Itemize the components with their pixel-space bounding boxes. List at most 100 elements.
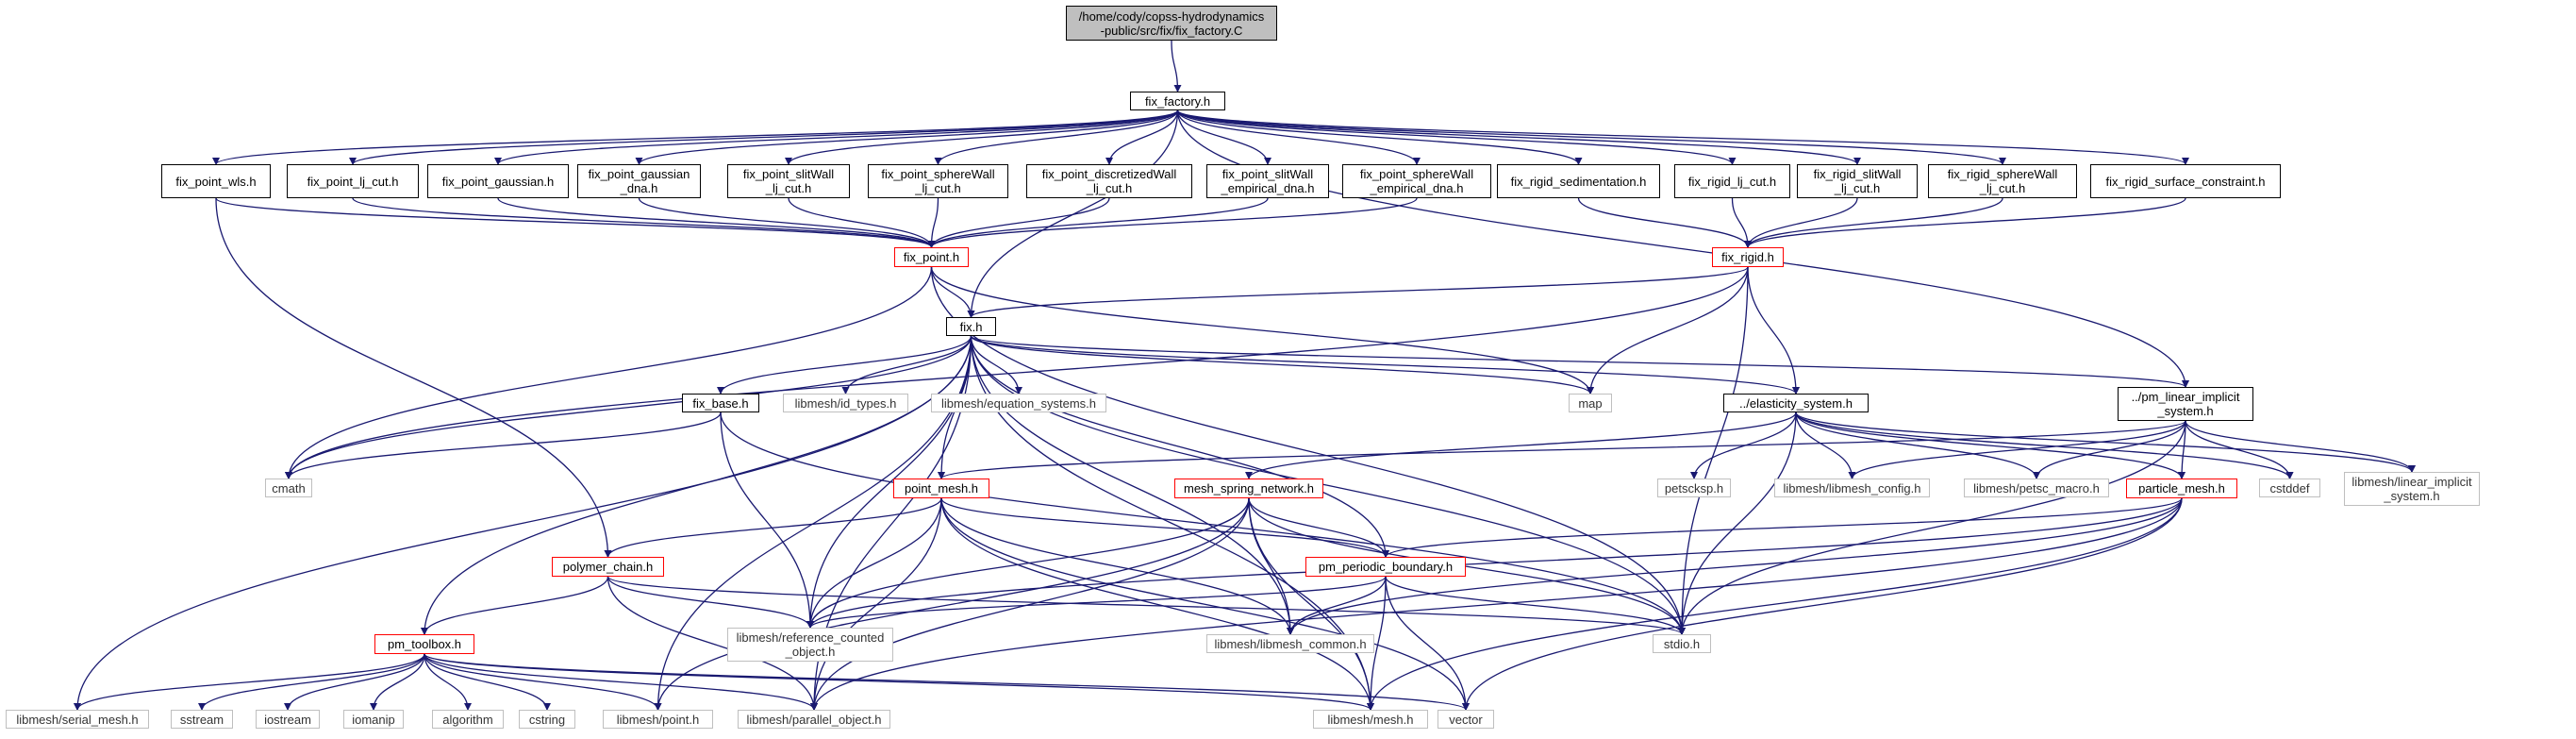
- node-libmesh-serial-mesh-h[interactable]: libmesh/serial_mesh.h: [6, 710, 149, 729]
- edge-pm-toolbox-h-to-libmesh-point-h: [424, 653, 662, 711]
- node-fix-factory-c: /home/cody/copss-hydrodynamics -public/s…: [1066, 6, 1277, 41]
- edge-fix-point-h-to-stdio-h: [930, 266, 1686, 635]
- edge-fix-factory-h-to-fix-point-spherewall-lj-cut-h: [934, 109, 1179, 165]
- edge-elasticity-system-h-to-stdio-h: [1678, 411, 1797, 635]
- node-libmesh-equation-systems-h[interactable]: libmesh/equation_systems.h: [931, 394, 1106, 412]
- node-pm-linear-implicit-system-h[interactable]: ../pm_linear_implicit _system.h: [2118, 387, 2253, 421]
- node-fix-point-spherewall-empirical-dna-h[interactable]: fix_point_sphereWall _empirical_dna.h: [1342, 164, 1491, 198]
- edge-elasticity-system-h-to-particle-mesh-h: [1795, 411, 2185, 479]
- node-point-mesh-h[interactable]: point_mesh.h: [893, 479, 989, 498]
- node-fix-point-gaussian-dna-h[interactable]: fix_point_gaussian _dna.h: [577, 164, 701, 198]
- edge-fix-point-slitwall-lj-cut-h-to-fix-point-h: [788, 197, 936, 248]
- node-fix-rigid-h[interactable]: fix_rigid.h: [1712, 247, 1784, 267]
- edge-point-mesh-h-to-pm-periodic-boundary-h: [940, 497, 1389, 558]
- node-cstddef[interactable]: cstddef: [2259, 479, 2320, 497]
- node-libmesh-parallel-object-h[interactable]: libmesh/parallel_object.h: [738, 710, 890, 729]
- node-libmesh-point-h[interactable]: libmesh/point.h: [603, 710, 713, 729]
- edge-fix-factory-h-to-fix-point-wls-h: [212, 109, 1179, 165]
- edge-fix-h-to-libmesh-serial-mesh-h: [74, 335, 972, 711]
- edge-fix-point-h-to-fix-h: [930, 266, 975, 318]
- node-pm-periodic-boundary-h[interactable]: pm_periodic_boundary.h: [1305, 557, 1466, 577]
- edge-fix-point-wls-h-to-fix-point-h: [215, 197, 936, 248]
- node-fix-point-spherewall-lj-cut-h[interactable]: fix_point_sphereWall _lj_cut.h: [868, 164, 1008, 198]
- edge-elasticity-system-h-to-mesh-spring-network-h: [1245, 411, 1797, 479]
- edge-polymer-chain-h-to-libmesh-reference-counted-object-h: [607, 576, 814, 629]
- node-fix-rigid-surface-constraint-h[interactable]: fix_rigid_surface_constraint.h: [2090, 164, 2281, 198]
- node-fix-point-h[interactable]: fix_point.h: [894, 247, 969, 267]
- node-fix-base-h[interactable]: fix_base.h: [682, 394, 759, 412]
- node-map[interactable]: map: [1569, 394, 1612, 412]
- edge-fix-h-to-libmesh-equation-systems-h: [970, 335, 1022, 395]
- edge-pm-toolbox-h-to-algorithm: [424, 653, 472, 711]
- node-fix-rigid-slitwall-lj-cut-h[interactable]: fix_rigid_slitWall _lj_cut.h: [1797, 164, 1918, 198]
- edge-fix-point-h-to-cmath: [285, 266, 933, 479]
- node-polymer-chain-h[interactable]: polymer_chain.h: [552, 557, 664, 577]
- node-pm-toolbox-h[interactable]: pm_toolbox.h: [374, 634, 474, 654]
- node-libmesh-libmesh-config-h[interactable]: libmesh/libmesh_config.h: [1774, 479, 1930, 497]
- node-iomanip[interactable]: iomanip: [343, 710, 404, 729]
- edge-polymer-chain-h-to-stdio-h: [607, 576, 1686, 635]
- edge-pm-linear-implicit-system-h-to-cstddef: [2185, 420, 2294, 479]
- edge-particle-mesh-h-to-vector: [1462, 497, 2183, 711]
- edge-polymer-chain-h-to-libmesh-parallel-object-h: [607, 576, 818, 711]
- edge-fix-factory-h-to-pm-linear-implicit-system-h: [1176, 109, 2189, 388]
- node-fix-h[interactable]: fix.h: [946, 317, 996, 336]
- node-libmesh-linear-implicit-system-h[interactable]: libmesh/linear_implicit _system.h: [2344, 472, 2480, 506]
- node-vector[interactable]: vector: [1438, 710, 1494, 729]
- edge-mesh-spring-network-h-to-pm-periodic-boundary-h: [1248, 497, 1389, 558]
- node-cstring[interactable]: cstring: [519, 710, 575, 729]
- node-fix-point-lj-cut-h[interactable]: fix_point_lj_cut.h: [287, 164, 419, 198]
- node-libmesh-id-types-h[interactable]: libmesh/id_types.h: [783, 394, 908, 412]
- node-stdio-h[interactable]: stdio.h: [1653, 634, 1711, 653]
- edge-pm-linear-implicit-system-h-to-particle-mesh-h: [2178, 420, 2186, 479]
- node-petscksp-h[interactable]: petscksp.h: [1657, 479, 1731, 497]
- edge-pm-toolbox-h-to-vector: [424, 653, 1470, 711]
- node-particle-mesh-h[interactable]: particle_mesh.h: [2126, 479, 2237, 498]
- edge-fix-h-to-pm-periodic-boundary-h: [970, 335, 1389, 558]
- node-libmesh-mesh-h[interactable]: libmesh/mesh.h: [1313, 710, 1428, 729]
- node-algorithm[interactable]: algorithm: [432, 710, 504, 729]
- edge-pm-linear-implicit-system-h-to-point-mesh-h: [938, 420, 2186, 479]
- node-fix-factory-h[interactable]: fix_factory.h: [1130, 92, 1225, 110]
- node-fix-point-discretizedwall-lj-cut-h[interactable]: fix_point_discretizedWall _lj_cut.h: [1026, 164, 1192, 198]
- node-sstream[interactable]: sstream: [171, 710, 233, 729]
- edge-pm-periodic-boundary-h-to-libmesh-libmesh-common-h: [1287, 576, 1387, 635]
- edge-fix-point-h-to-map: [930, 266, 1594, 395]
- node-fix-point-slitwall-empirical-dna-h[interactable]: fix_point_slitWall _empirical_dna.h: [1206, 164, 1329, 198]
- edge-mesh-spring-network-h-to-libmesh-reference-counted-object-h: [806, 497, 1250, 629]
- edge-particle-mesh-h-to-libmesh-reference-counted-object-h: [806, 497, 2183, 629]
- edge-elasticity-system-h-to-libmesh-libmesh-config-h: [1795, 411, 1856, 479]
- node-elasticity-system-h[interactable]: ../elasticity_system.h: [1723, 394, 1869, 412]
- edge-point-mesh-h-to-libmesh-parallel-object-h: [810, 497, 942, 711]
- edge-pm-toolbox-h-to-cstring: [424, 653, 551, 711]
- node-cmath[interactable]: cmath: [265, 479, 312, 497]
- node-fix-rigid-lj-cut-h[interactable]: fix_rigid_lj_cut.h: [1674, 164, 1790, 198]
- edge-fix-factory-h-to-fix-point-spherewall-empirical-dna-h: [1176, 109, 1421, 165]
- node-fix-rigid-spherewall-lj-cut-h[interactable]: fix_rigid_sphereWall _lj_cut.h: [1928, 164, 2077, 198]
- node-fix-point-wls-h[interactable]: fix_point_wls.h: [161, 164, 271, 198]
- edge-elasticity-system-h-to-libmesh-petsc-macro-h: [1795, 411, 2040, 479]
- edge-fix-point-slitwall-empirical-dna-h-to-fix-point-h: [927, 197, 1269, 248]
- edge-fix-rigid-lj-cut-h-to-fix-rigid-h: [1731, 197, 1752, 248]
- edge-point-mesh-h-to-libmesh-libmesh-common-h: [940, 497, 1294, 635]
- edge-fix-rigid-h-to-fix-h: [967, 266, 1749, 318]
- edge-fix-rigid-spherewall-lj-cut-h-to-fix-rigid-h: [1744, 197, 2003, 248]
- node-iostream[interactable]: iostream: [256, 710, 320, 729]
- edge-pm-toolbox-h-to-iomanip: [370, 653, 425, 711]
- node-mesh-spring-network-h[interactable]: mesh_spring_network.h: [1174, 479, 1323, 498]
- node-fix-rigid-sedimentation-h[interactable]: fix_rigid_sedimentation.h: [1497, 164, 1660, 198]
- node-libmesh-libmesh-common-h[interactable]: libmesh/libmesh_common.h: [1206, 634, 1374, 653]
- node-fix-point-slitwall-lj-cut-h[interactable]: fix_point_slitWall _lj_cut.h: [727, 164, 850, 198]
- edge-fix-factory-h-to-fix-rigid-sedimentation-h: [1176, 109, 1583, 165]
- node-libmesh-reference-counted-object-h[interactable]: libmesh/reference_counted _object.h: [727, 628, 893, 662]
- edge-fix-factory-h-to-fix-point-lj-cut-h: [349, 109, 1179, 165]
- edge-point-mesh-h-to-vector: [940, 497, 1470, 711]
- node-fix-point-gaussian-h[interactable]: fix_point_gaussian.h: [427, 164, 569, 198]
- edge-fix-h-to-map: [970, 335, 1594, 395]
- node-libmesh-petsc-macro-h[interactable]: libmesh/petsc_macro.h: [1964, 479, 2109, 497]
- edge-mesh-spring-network-h-to-libmesh-libmesh-common-h: [1248, 497, 1294, 635]
- edge-fix-factory-h-to-fix-point-discretizedwall-lj-cut-h: [1105, 109, 1179, 165]
- edge-pm-toolbox-h-to-sstream: [198, 653, 425, 711]
- edge-mesh-spring-network-h-to-libmesh-mesh-h: [1248, 497, 1374, 711]
- edge-pm-toolbox-h-to-iostream: [284, 653, 425, 711]
